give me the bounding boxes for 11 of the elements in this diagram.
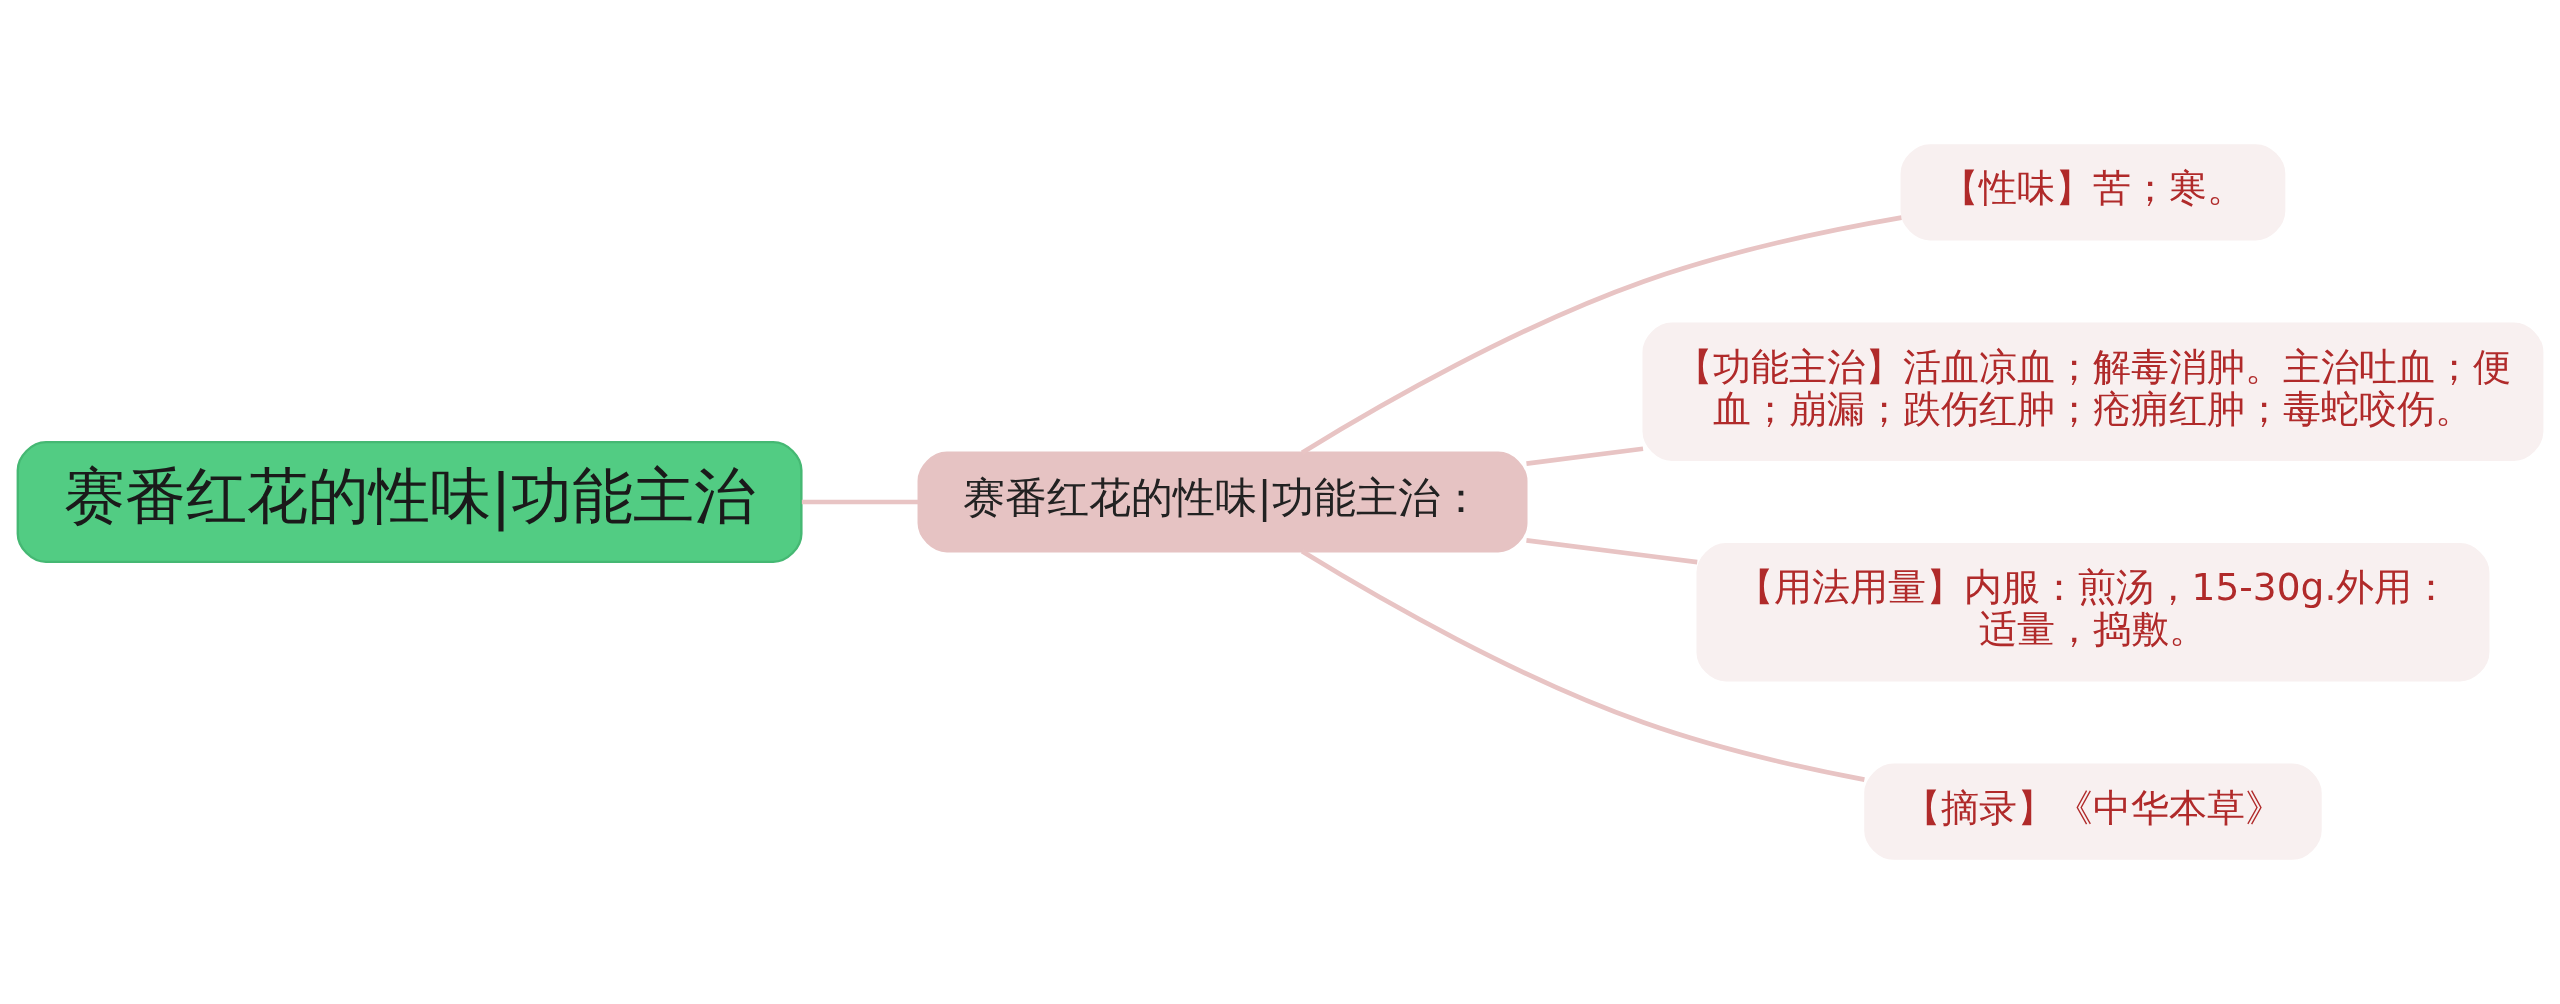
node-box: 【摘录】《中华本草》 — [1864, 763, 2322, 860]
connector — [1300, 549, 1865, 782]
node-box: 【功能主治】活血凉血；解毒消肿。主治吐血；便血；崩漏；跌伤红肿；疮痈红肿；毒蛇咬伤。 — [1642, 322, 2544, 461]
node-box: 【性味】苦；寒。 — [1900, 144, 2286, 241]
node-box: 【用法用量】内服：煎汤，15-30g.外用：适量，捣敷。 — [1696, 543, 2490, 682]
connector — [1300, 215, 1902, 455]
connector — [1526, 446, 1644, 466]
node-box: 赛番红花的性味|功能主治： — [917, 451, 1528, 553]
connector — [801, 499, 919, 505]
node-box: 赛番红花的性味|功能主治 — [16, 441, 803, 563]
connector — [1526, 538, 1698, 565]
